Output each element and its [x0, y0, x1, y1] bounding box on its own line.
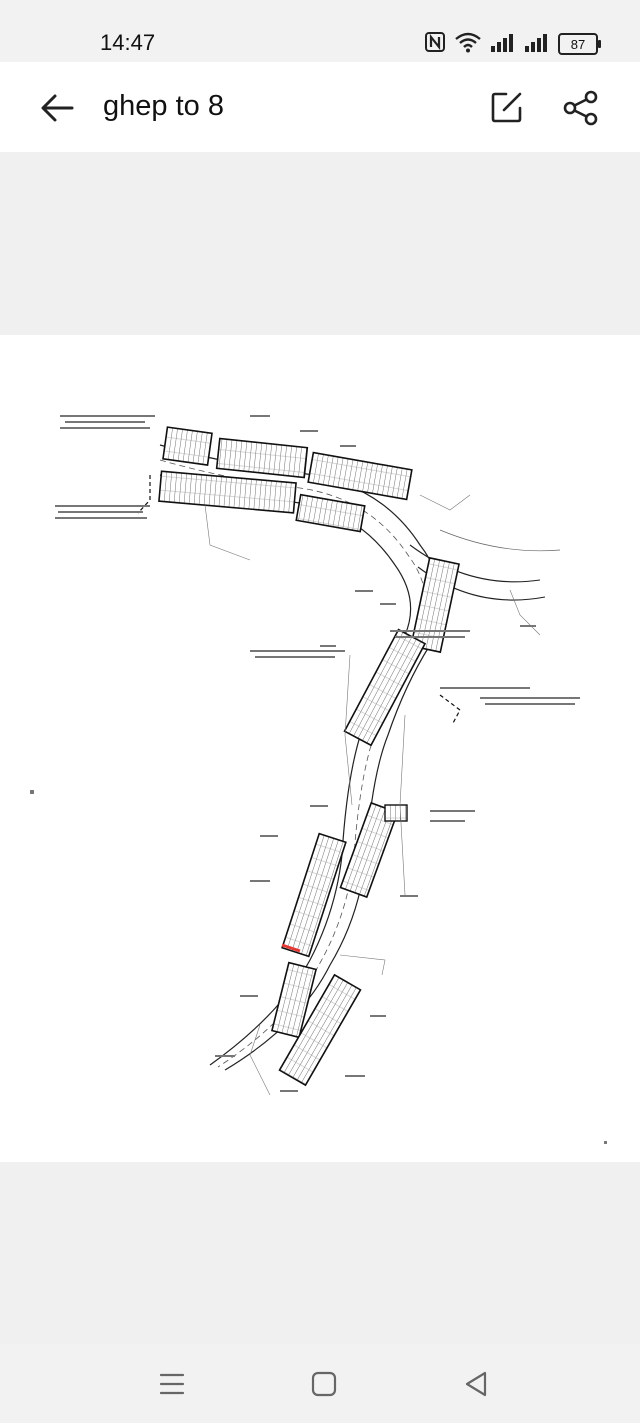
triangle-back-icon: [465, 1371, 487, 1397]
edit-button[interactable]: [490, 90, 524, 124]
nfc-icon: [424, 31, 446, 58]
plan-annotations: [30, 415, 607, 1144]
leader-line: [137, 475, 151, 514]
menu-icon: [159, 1373, 185, 1395]
boundary-line: [439, 529, 561, 552]
share-button[interactable]: [562, 90, 600, 126]
share-icon: [563, 90, 598, 126]
edit-icon: [491, 92, 522, 123]
lot-row-upper: [158, 426, 413, 533]
system-nav-bar: [0, 1344, 640, 1423]
status-bar: 14:47: [0, 0, 640, 62]
status-icons: 87: [424, 30, 601, 58]
site-plan-drawing: [30, 415, 607, 1144]
signal-icon: [490, 31, 516, 58]
arrow-left-icon: [41, 94, 74, 122]
signal-icon: [524, 31, 550, 58]
lot-row-curve: [270, 556, 460, 1087]
wifi-icon: [454, 31, 482, 58]
home-icon: [311, 1371, 337, 1397]
back-button[interactable]: [38, 90, 76, 126]
leader-line: [439, 694, 461, 726]
document-page: [0, 335, 640, 1162]
parcel-boundaries: [204, 494, 541, 1096]
nav-back-button[interactable]: [460, 1368, 492, 1400]
status-time: 14:47: [100, 30, 156, 55]
page-title: ghep to 8: [103, 90, 224, 122]
battery-indicator: 87: [558, 33, 601, 55]
highlight-mark: [281, 943, 301, 953]
nav-menu-button[interactable]: [156, 1368, 188, 1400]
nav-home-button[interactable]: [308, 1368, 340, 1400]
app-bar: ghep to 8: [0, 62, 640, 152]
document-viewer[interactable]: [0, 152, 640, 1344]
